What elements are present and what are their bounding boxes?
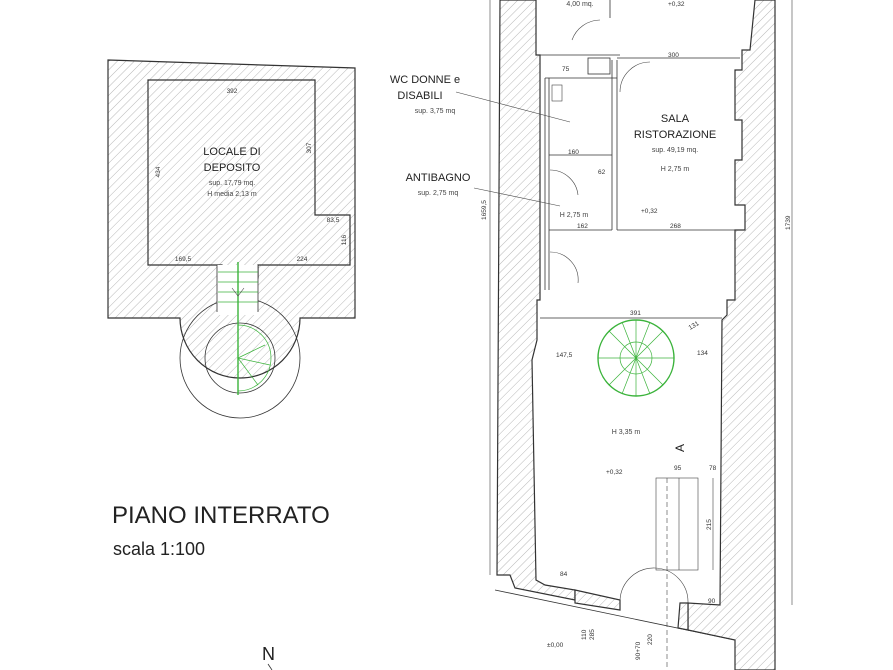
dim-right: 307 (306, 142, 313, 153)
wc-leader (455, 91, 571, 123)
dim-step: 83,5 (327, 217, 340, 224)
main-plan: 4,00 mq. WC DONNE e DISABILI sup. 3,75 m… (390, 0, 793, 670)
dim-391: 391 (630, 310, 641, 317)
level-street: ±0,00 (547, 642, 564, 649)
deposito-plan: LOCALE DI DEPOSITO sup. 17,79 mq. H medi… (107, 59, 356, 419)
plan-title: PIANO INTERRATO (112, 502, 330, 529)
top-room-area: 4,00 mq. (566, 1, 593, 8)
dim-268: 268 (670, 223, 681, 230)
wc-name-2: DISABILI (397, 90, 442, 102)
dim-door-main-h: 220 (647, 634, 654, 645)
dim-134: 134 (697, 350, 708, 357)
dim-door-main: 90+70 (635, 641, 642, 660)
dim-75: 75 (562, 66, 570, 73)
dim-total-right: 1739 (785, 215, 792, 230)
deposito-name-2: DEPOSITO (204, 162, 261, 174)
stair-well (204, 322, 276, 394)
doors (549, 19, 689, 604)
right-wall (687, 0, 776, 670)
antibagno-leader (473, 187, 561, 207)
north-label: N (262, 644, 275, 664)
level-upper: +0,32 (668, 1, 685, 8)
deposito-height: H media 2,13 m (207, 191, 257, 198)
dim-84: 84 (560, 571, 568, 578)
dim-215: 215 (706, 519, 713, 530)
dim-62: 62 (598, 169, 606, 176)
dim-total-left: 1659,5 (481, 200, 488, 220)
dim-bottom-left: 169,5 (175, 256, 192, 263)
sala-area: sup. 49,19 mq. (652, 147, 698, 154)
dim-top: 392 (227, 88, 238, 95)
dim-bottom-right: 224 (297, 256, 308, 263)
antibagno-height: H 2,75 m (560, 212, 589, 219)
section-marker: A (673, 444, 687, 452)
dim-160: 160 (568, 149, 579, 156)
entry-ramp (489, 0, 793, 670)
dim-95: 95 (674, 465, 682, 472)
dim-window-h: 285 (589, 629, 596, 640)
dim-78: 78 (709, 465, 717, 472)
dim-300: 300 (668, 52, 679, 59)
left-wall (496, 0, 576, 601)
antibagno-area: sup. 2,75 mq (418, 190, 459, 197)
spiral-stair (597, 319, 675, 397)
dim-step-h: 116 (341, 234, 348, 245)
deposito-area: sup. 17,79 mq. (209, 180, 255, 187)
level-lower: +0,32 (606, 469, 623, 476)
partitions (536, 0, 740, 319)
plan-scale: scala 1:100 (113, 539, 205, 559)
sala-height: H 2,75 m (661, 166, 690, 173)
deposito-name-1: LOCALE DI (203, 146, 260, 158)
lower-height: H 3,35 m (612, 429, 641, 436)
dim-147-5: 147,5 (556, 352, 573, 359)
dim-left: 434 (155, 166, 162, 177)
dim-90: 90 (708, 598, 716, 605)
deposito-walls (107, 59, 356, 379)
sala-name-2: RISTORAZIONE (634, 129, 716, 141)
wc-area: sup. 3,75 mq (415, 108, 456, 115)
level-middle: +0,32 (641, 208, 658, 215)
dim-window: 110 (581, 629, 588, 640)
antibagno-name: ANTIBAGNO (406, 172, 471, 184)
spiral-stair-small (218, 262, 272, 395)
toilet-icon (551, 84, 563, 102)
dim-162: 162 (577, 223, 588, 230)
north-arrow-icon (267, 663, 273, 670)
sala-name-1: SALA (661, 113, 690, 125)
wc-name-1: WC DONNE e (390, 74, 460, 86)
dim-131: 131 (688, 320, 701, 332)
